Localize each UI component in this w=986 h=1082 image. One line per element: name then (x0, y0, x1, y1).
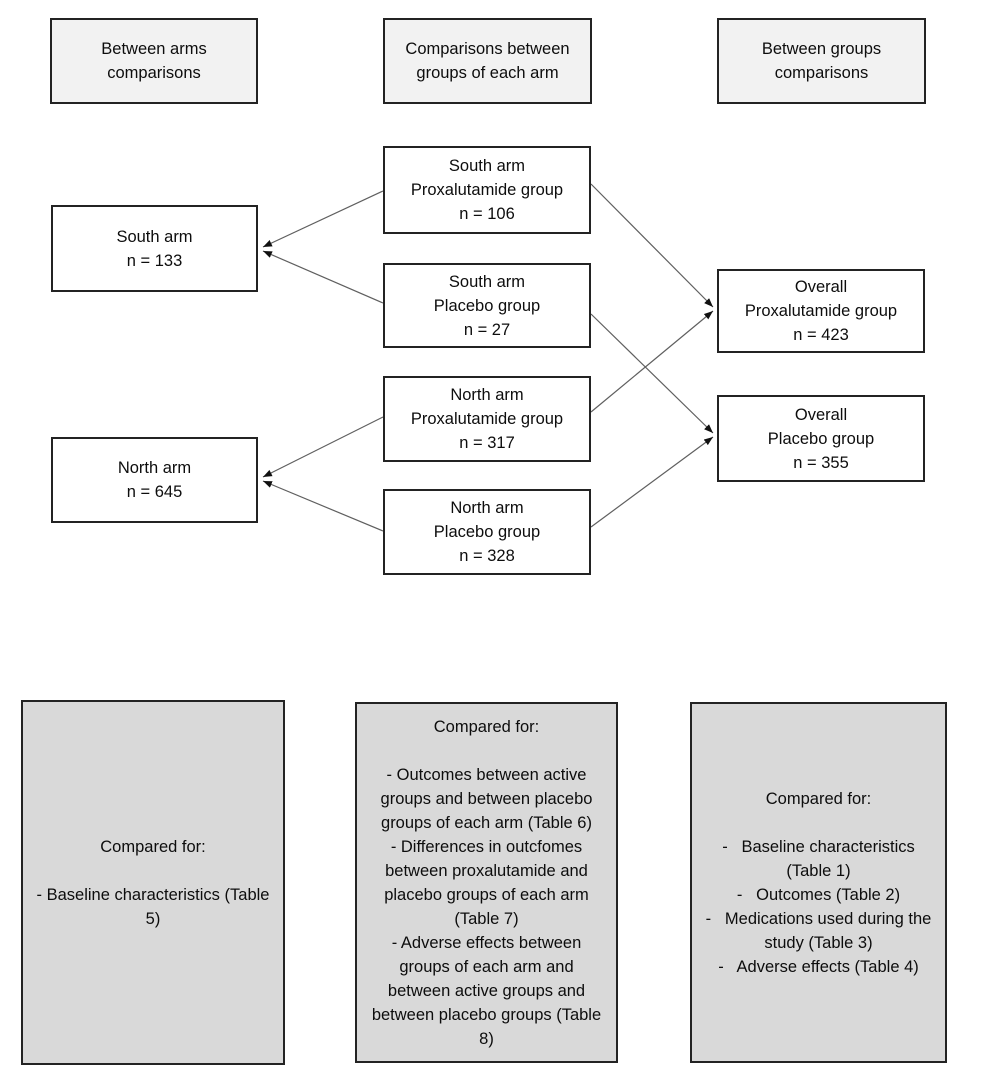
connector-southplacebo-to-southarm (262, 250, 384, 304)
compare-item: - Outcomes between active groups and bet… (380, 765, 598, 832)
connector-southprox-to-overallprox (590, 183, 714, 308)
connector-northplacebo-to-northarm (262, 480, 384, 532)
connector-northplacebo-to-overallplacebo (590, 436, 714, 528)
compare-title: Compared for: (100, 837, 206, 856)
connector-northprox-to-overallprox (590, 310, 714, 413)
compare-item: - Adverse effects (Table 4) (718, 957, 919, 976)
connector-northprox-to-northarm (262, 416, 384, 478)
compare-box-groups-of-each-arm: Compared for: - Outcomes between active … (355, 702, 618, 1063)
connector-southplacebo-to-overallplacebo (590, 313, 714, 434)
compare-title: Compared for: (765, 789, 872, 808)
compare-item: - Outcomes (Table 2) (736, 885, 901, 904)
node-north-proxalutamide-group: North arm Proxalutamide group n = 317 (383, 376, 591, 462)
node-south-arm: South arm n = 133 (51, 205, 258, 292)
header-groups-of-each-arm: Comparisons between groups of each arm (383, 18, 592, 104)
node-south-placebo-group: South arm Placebo group n = 27 (383, 263, 591, 348)
node-overall-placebo-group: Overall Placebo group n = 355 (717, 395, 925, 482)
node-overall-proxalutamide-group: Overall Proxalutamide group n = 423 (717, 269, 925, 353)
compare-title: Compared for: (433, 717, 540, 736)
compare-item: - Medications used during the study (Tab… (705, 909, 936, 952)
compare-item: - Baseline characteristics (Table 5) (36, 885, 275, 928)
compare-item: - Baseline characteristics (Table 1) (722, 837, 920, 880)
node-south-proxalutamide-group: South arm Proxalutamide group n = 106 (383, 146, 591, 234)
compare-item: - Adverse effects between groups of each… (371, 933, 606, 1048)
header-between-arms: Between arms comparisons (50, 18, 258, 104)
node-north-placebo-group: North arm Placebo group n = 328 (383, 489, 591, 575)
compare-box-between-groups: Compared for: - Baseline characteristics… (690, 702, 947, 1063)
compare-box-between-arms: Compared for: - Baseline characteristics… (21, 700, 285, 1065)
compare-item: - Differences in outcfomes between proxa… (384, 837, 594, 928)
connector-southprox-to-southarm (262, 190, 384, 248)
header-between-groups: Between groups comparisons (717, 18, 926, 104)
node-north-arm: North arm n = 645 (51, 437, 258, 523)
